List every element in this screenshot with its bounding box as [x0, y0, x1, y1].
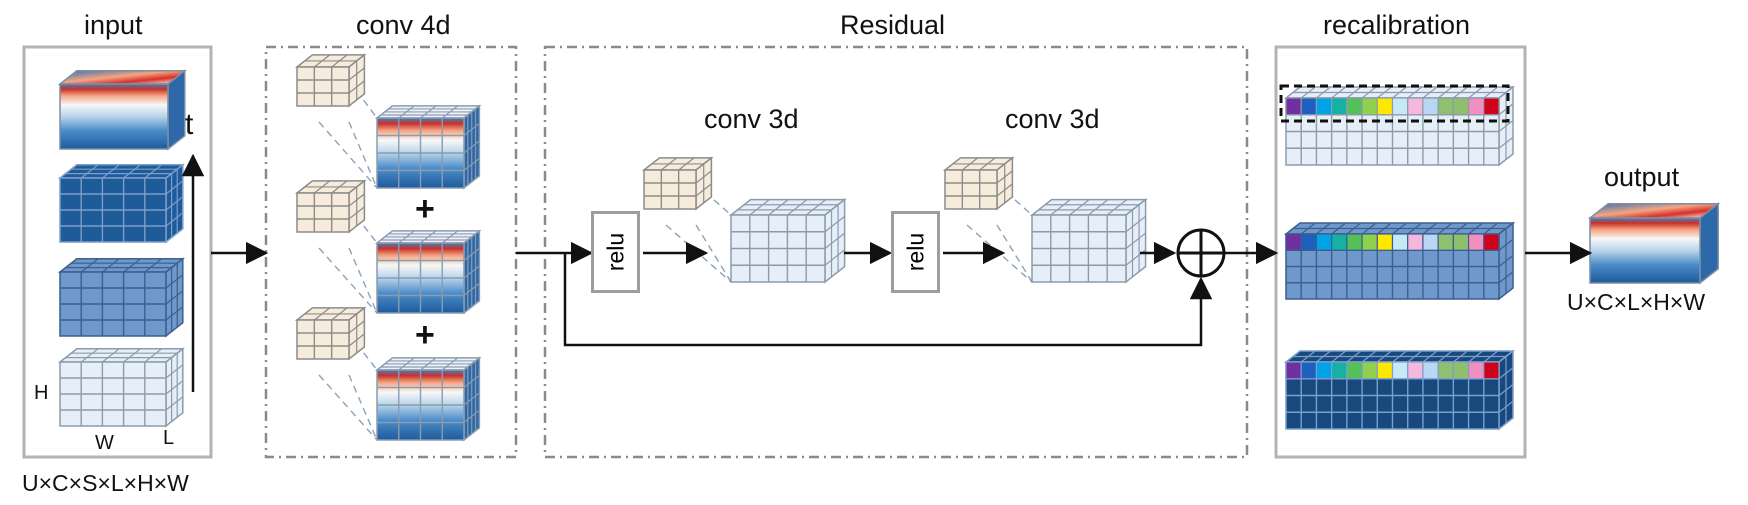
conv4d-title: conv 4d	[356, 10, 451, 40]
kernel-cube	[294, 179, 367, 234]
feature-cube	[374, 229, 482, 315]
kernel-cube	[641, 156, 714, 211]
time-axis-label: t	[185, 108, 194, 141]
relu-label: relu	[602, 232, 628, 272]
light-grid-cube	[57, 347, 185, 428]
recalibration-title: recalibration	[1323, 10, 1471, 40]
relu-label: relu	[902, 232, 928, 272]
dark-grid-cube	[57, 163, 185, 244]
input-dimensions: U×C×S×L×H×W	[22, 470, 189, 496]
conv3d-label-2: conv 3d	[1005, 104, 1100, 134]
output-dimensions: U×C×L×H×W	[1567, 289, 1706, 315]
recalibrated-cube-dark	[1283, 349, 1516, 431]
feature-cube	[374, 356, 482, 442]
relu-block-1: relu	[591, 211, 640, 293]
add-icon	[1176, 228, 1226, 278]
recalibrated-cube-light	[1283, 85, 1516, 167]
recalibrated-cube-mid	[1283, 221, 1516, 301]
kernel-cube	[942, 156, 1015, 211]
residual-title: Residual	[840, 10, 946, 40]
plus-sign-2: +	[415, 316, 435, 354]
conv3d-label-1: conv 3d	[704, 104, 799, 134]
conv3d-output-cube	[728, 198, 847, 284]
kernel-cube	[294, 306, 367, 361]
input-title: input	[84, 10, 143, 40]
plus-sign-1: +	[415, 190, 435, 228]
cube-layer	[57, 53, 1721, 442]
output-heatmap-cube	[1587, 202, 1721, 285]
height-axis-label: H	[34, 382, 49, 404]
skip-connection	[563, 253, 1213, 347]
kernel-cube	[294, 53, 367, 108]
conv3d-output-cube	[1029, 198, 1148, 284]
output-title: output	[1604, 162, 1680, 192]
heatmap-cube	[57, 69, 187, 151]
feature-cube	[374, 104, 482, 190]
level-axis-label: L	[163, 427, 175, 449]
connections	[181, 153, 1593, 392]
mid-grid-cube	[57, 257, 185, 338]
width-axis-label: W	[95, 432, 114, 454]
relu-block-2: relu	[891, 211, 940, 293]
